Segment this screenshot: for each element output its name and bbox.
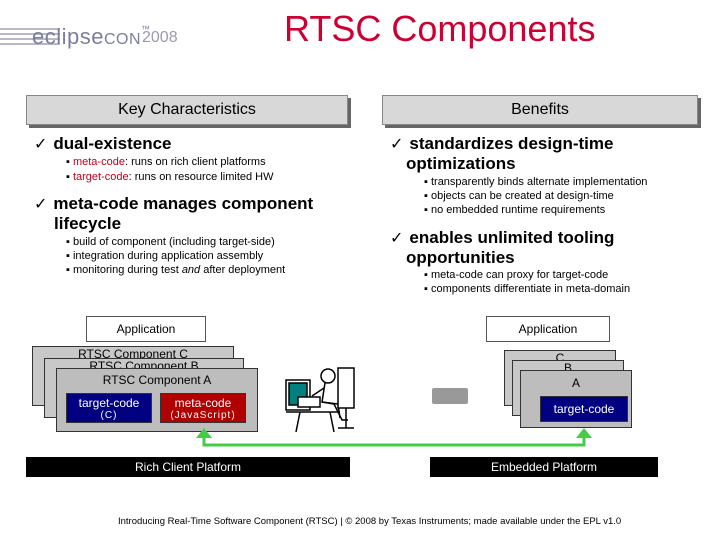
footer-text: Introducing Real-Time Software Component… bbox=[118, 516, 622, 527]
sub-differentiate: ▪ components differentiate in meta-domai… bbox=[424, 283, 631, 295]
developer-icon bbox=[285, 367, 355, 433]
check-icon: ✓ bbox=[390, 230, 404, 247]
bullet-standardizes: ✓standardizes design-time optimizations bbox=[390, 134, 614, 173]
sub-target-code: ▪ target-code: runs on resource limited … bbox=[66, 171, 274, 183]
sub-integration: ▪ integration during application assembl… bbox=[66, 250, 264, 262]
logo-lines bbox=[0, 28, 60, 50]
sub-transparently: ▪ transparently binds alternate implemen… bbox=[424, 176, 648, 188]
left-application-box: Application bbox=[86, 316, 206, 342]
check-icon: ✓ bbox=[34, 196, 48, 213]
benefits-heading: Benefits bbox=[382, 95, 698, 125]
check-icon: ✓ bbox=[34, 136, 48, 153]
sub-objects: ▪ objects can be created at design-time bbox=[424, 190, 614, 202]
check-icon: ✓ bbox=[390, 136, 404, 153]
meta-code-box: meta-code(JavaScript) bbox=[160, 393, 246, 423]
rich-client-platform-bar: Rich Client Platform bbox=[26, 457, 350, 477]
embedded-device-icon bbox=[432, 388, 468, 404]
target-code-box: target-code(C) bbox=[66, 393, 152, 423]
sub-monitoring: ▪ monitoring during test and after deplo… bbox=[66, 264, 286, 276]
bullet-tooling: ✓enables unlimited tooling opportunities bbox=[390, 228, 615, 267]
key-characteristics-heading: Key Characteristics bbox=[26, 95, 348, 125]
sub-no-runtime: ▪ no embedded runtime requirements bbox=[424, 204, 606, 216]
embedded-platform-bar: Embedded Platform bbox=[430, 457, 658, 477]
connector-arrow-left bbox=[196, 428, 212, 438]
connector-line bbox=[202, 438, 586, 447]
embedded-target-code-box: target-code bbox=[540, 396, 628, 422]
bullet-dual-existence: ✓dual-existence bbox=[34, 134, 172, 153]
sub-proxy: ▪ meta-code can proxy for target-code bbox=[424, 269, 609, 281]
sub-build: ▪ build of component (including target-s… bbox=[66, 236, 275, 248]
sub-meta-code: ▪ meta-code: runs on rich client platfor… bbox=[66, 156, 266, 168]
right-application-box: Application bbox=[486, 316, 610, 342]
connector-arrow-right bbox=[576, 428, 592, 438]
eclipsecon-logo: eclipseCON™ 2008 bbox=[32, 24, 178, 49]
bullet-meta-code-lifecycle: ✓meta-code manages component lifecycle bbox=[34, 194, 314, 233]
page-title: RTSC Components bbox=[284, 8, 596, 49]
